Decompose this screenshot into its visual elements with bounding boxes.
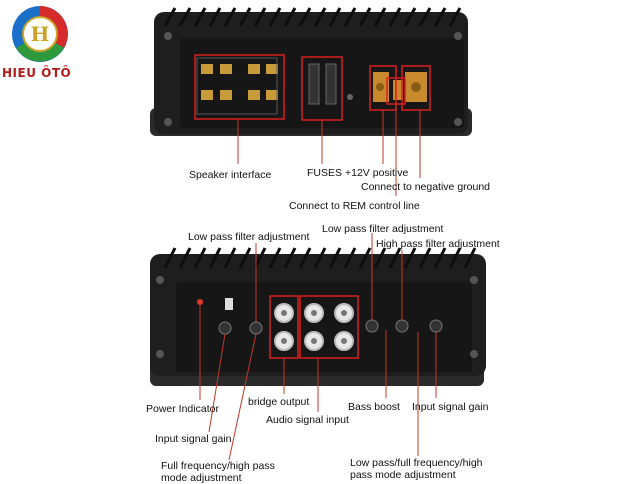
brand-logo: H [12, 6, 68, 62]
label-full-freq-left: Full frequency/high pass mode adjustment [161, 460, 275, 484]
top-callout-lines [237, 104, 421, 196]
bottom-callout-lines [199, 233, 437, 461]
label-bridge-output: bridge output [248, 396, 310, 408]
brand-name: HIEU ÔTÔ [2, 66, 72, 80]
label-rem: Connect to REM control line [289, 200, 420, 212]
label-full-freq-right: Low pass/full frequency/high pass mode a… [350, 457, 483, 481]
label-high-pass: High pass filter adjustment [376, 238, 500, 250]
label-audio-input: Audio signal input [266, 414, 349, 426]
amplifier-bottom [150, 247, 486, 386]
label-low-pass-left: Low pass filter adjustment [188, 231, 310, 243]
amplifier-top [150, 7, 472, 136]
label-bass-boost: Bass boost [348, 401, 400, 413]
label-power-indicator: Power Indicator [146, 403, 219, 415]
label-ground: Connect to negative ground [361, 181, 491, 193]
label-low-pass-right: Low pass filter adjustment [322, 223, 444, 235]
label-input-gain-left: Input signal gain [155, 433, 232, 445]
label-fuses: FUSES [307, 167, 343, 179]
label-input-gain-right: Input signal gain [412, 401, 489, 413]
label-speaker-interface: Speaker interface [189, 169, 272, 181]
label-plus12v: +12V positive [345, 167, 409, 179]
brand-mark: H [31, 22, 50, 46]
